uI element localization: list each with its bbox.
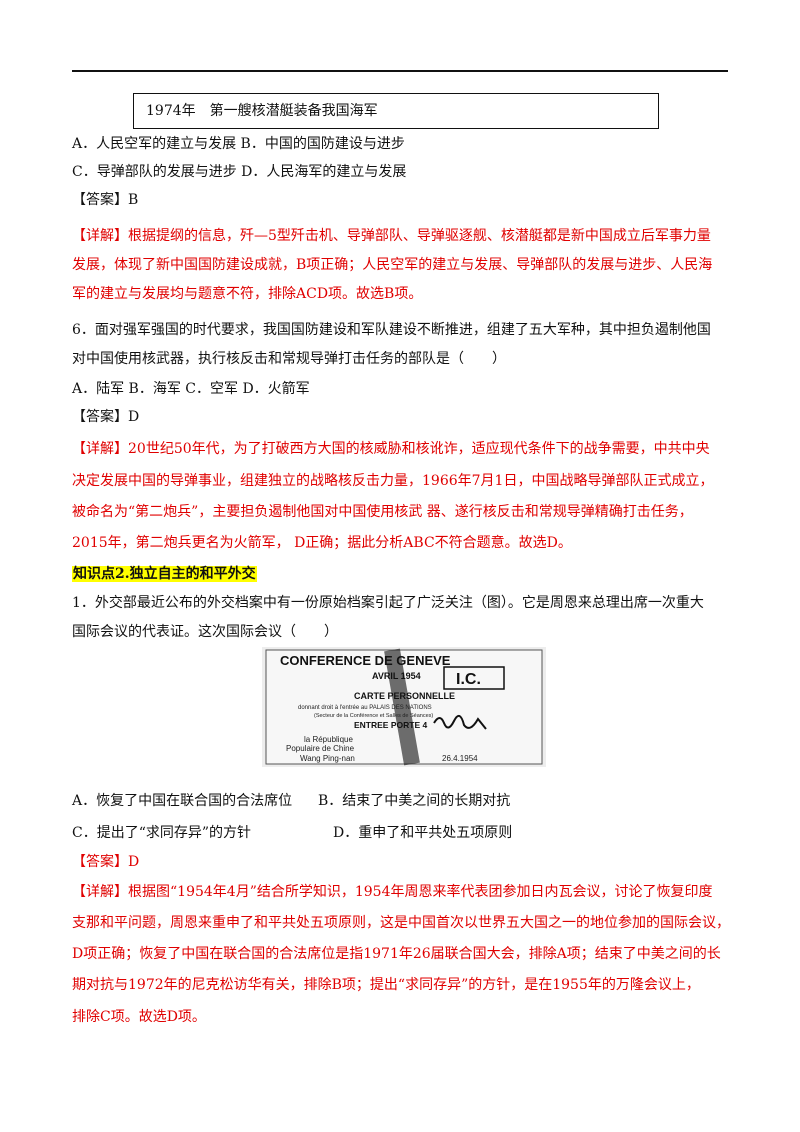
section-title: 知识点2.独立自主的和平外交 <box>72 564 257 584</box>
pass-badge: I.C. <box>456 671 481 688</box>
q6-detail-line-3: 被命名为“第二炮兵”，主要担负遏制他国对中国使用核武 器、遂行核反击和常规导弹精… <box>72 504 693 520</box>
q6-stem-line-1: 6．面对强军强国的时代要求，我国国防建设和军队建设不断推进，组建了五大军种，其中… <box>72 322 711 338</box>
pass-line-5: (Secteur de la Conférence et Salles de S… <box>314 713 433 719</box>
q6-detail-line-2: 决定发展中国的导弹事业，组建独立的战略核反击力量，1966年7月1日，中国战略导… <box>72 473 714 489</box>
pass-line-8: Populaire de Chine <box>286 744 355 753</box>
pass-signature <box>433 714 487 730</box>
q1-option-c: C．提出了“求同存异”的方针 <box>72 825 252 841</box>
q1-detail-line-3: D项正确；恢复了中国在联合国的合法席位是指1971年26届联合国大会，排除A项；… <box>72 946 721 962</box>
q5-detail-line-2: 发展，体现了新中国国防建设成就，B项正确；人民空军的建立与发展、导弹部队的发展与… <box>72 257 713 273</box>
q5-detail-line-1: 【详解】根据提纲的信息，歼—5型歼击机、导弹部队、导弹驱逐舰、核潜艇都是新中国成… <box>72 226 711 246</box>
q6-detail-line-1: 【详解】20世纪50年代，为了打破西方大国的核威胁和核讹诈，适应现代条件下的战争… <box>72 439 710 459</box>
q6-answer: 【答案】D <box>72 409 140 425</box>
q1-stem-line-2: 国际会议的代表证。这次国际会议（ ） <box>72 624 338 640</box>
q5-detail-line-3: 军的建立与发展均与题意不符，排除ACD项。故选B项。 <box>72 286 423 302</box>
q1-detail-line-1: 【详解】根据图“1954年4月”结合所学知识，1954年周恩来率代表团参加日内瓦… <box>72 882 712 902</box>
q1-detail-text-1: 根据图“1954年4月”结合所学知识，1954年周恩来率代表团参加日内瓦会议，讨… <box>128 884 713 900</box>
timeline-box-text: 1974年 第一艘核潜艇装备我国海军 <box>146 103 378 119</box>
q1-option-a: A．恢复了中国在联合国的合法席位 <box>72 793 293 809</box>
q5-options-line-2: C．导弹部队的发展与进步 D．人民海军的建立与发展 <box>72 164 407 180</box>
q6-detail-text-1: 20世纪50年代，为了打破西方大国的核威胁和核讹诈，适应现代条件下的战争需要，中… <box>128 441 710 457</box>
q1-stem-line-1: 1．外交部最近公布的外交档案中有一份原始档案引起了广泛关注（图）。它是周恩来总理… <box>72 595 704 611</box>
pass-line-10: 26.4.1954 <box>442 754 478 763</box>
pass-line-6: ENTREE PORTE 4 <box>354 720 427 730</box>
pass-line-7: la République <box>304 735 353 744</box>
pass-line-4: donnant droit à l'entrée au PALAIS DES N… <box>298 705 432 711</box>
timeline-box: 1974年 第一艘核潜艇装备我国海军 <box>133 93 659 129</box>
q1-detail-line-5: 排除C项。故选D项。 <box>72 1009 206 1025</box>
q5-options-line-1: A．人民空军的建立与发展 B．中国的国防建设与进步 <box>72 136 405 152</box>
geneva-conference-pass-image: CONFERENCE DE GENEVE AVRIL 1954 I.C. CAR… <box>262 647 546 767</box>
q6-detail-label: 【详解】 <box>72 441 128 457</box>
q1-option-d: D．重申了和平共处五项原则 <box>333 825 513 841</box>
q6-stem-line-2: 对中国使用核武器，执行核反击和常规导弹打击任务的部队是（ ） <box>72 351 506 367</box>
q5-detail-label: 【详解】 <box>72 228 128 244</box>
q1-option-b: B．结束了中美之间的长期对抗 <box>318 793 511 809</box>
q1-answer: 【答案】D <box>72 852 139 872</box>
pass-line-9: Wang Ping-nan <box>300 754 355 763</box>
pass-line-3: CARTE PERSONNELLE <box>354 691 455 701</box>
q5-detail-text-1: 根据提纲的信息，歼—5型歼击机、导弹部队、导弹驱逐舰、核潜艇都是新中国成立后军事… <box>128 228 711 244</box>
q1-answer-text: 【答案】D <box>72 854 140 870</box>
section-title-text: 知识点2.独立自主的和平外交 <box>72 566 257 582</box>
q1-detail-line-2: 支那和平问题，周恩来重申了和平共处五项原则，这是中国首次以世界五大国之一的地位参… <box>72 915 730 931</box>
q1-detail-label: 【详解】 <box>72 884 128 900</box>
q6-detail-line-4: 2015年，第二炮兵更名为火箭军， D正确；据此分析ABC不符合题意。故选D。 <box>72 535 572 551</box>
q1-detail-line-4: 期对抗与1972年的尼克松访华有关，排除B项；提出“求同存异”的方针，是在195… <box>72 977 700 993</box>
q5-answer: 【答案】B <box>72 192 139 208</box>
pass-line-2: AVRIL 1954 <box>372 671 421 681</box>
q6-options: A．陆军 B．海军 C．空军 D．火箭军 <box>72 381 310 397</box>
pass-line-1: CONFERENCE DE GENEVE <box>280 653 451 668</box>
header-rule <box>72 70 728 72</box>
